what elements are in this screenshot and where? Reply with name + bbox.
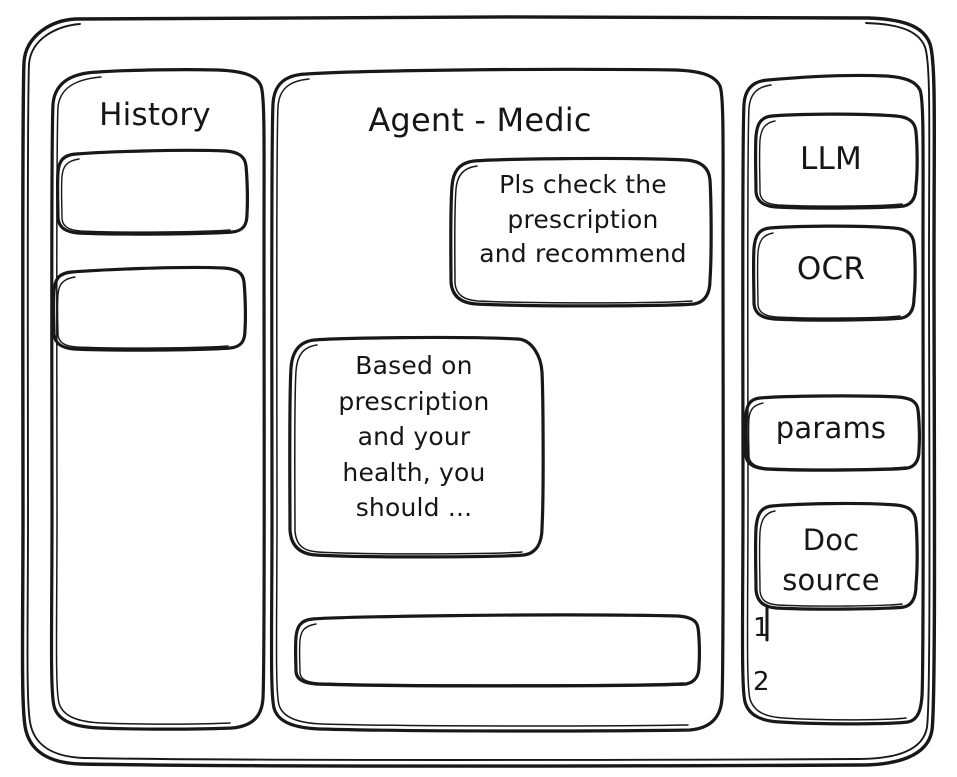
page-title: Agent - Medic (368, 101, 592, 139)
doc-source-item-2[interactable] (750, 658, 910, 704)
doc-source-button-label: Doc source (782, 523, 880, 598)
params-button[interactable] (744, 395, 921, 471)
params-button-label: params (775, 411, 887, 445)
doc-source-item-2-label: 2 (753, 667, 770, 697)
user-message-bubble[interactable] (450, 158, 712, 306)
agent-message-bubble[interactable] (289, 337, 544, 557)
doc-source-item-1[interactable] (750, 606, 910, 652)
user-message-text: Pls check the prescription and recommend (479, 170, 687, 268)
tool-button-llm-label: LLM (800, 141, 862, 177)
history-item-1[interactable] (56, 150, 248, 235)
tool-button-ocr[interactable] (752, 225, 916, 321)
history-item-2[interactable] (53, 266, 246, 351)
agent-message-text: Based on prescription and your health, y… (338, 351, 490, 522)
message-input[interactable] (295, 614, 701, 686)
doc-source-item-1-label: 1 (753, 613, 770, 643)
tool-button-llm[interactable] (754, 113, 918, 209)
tool-button-ocr-label: OCR (796, 251, 866, 287)
history-panel-title: History (99, 97, 211, 133)
doc-source-button[interactable] (754, 503, 918, 610)
